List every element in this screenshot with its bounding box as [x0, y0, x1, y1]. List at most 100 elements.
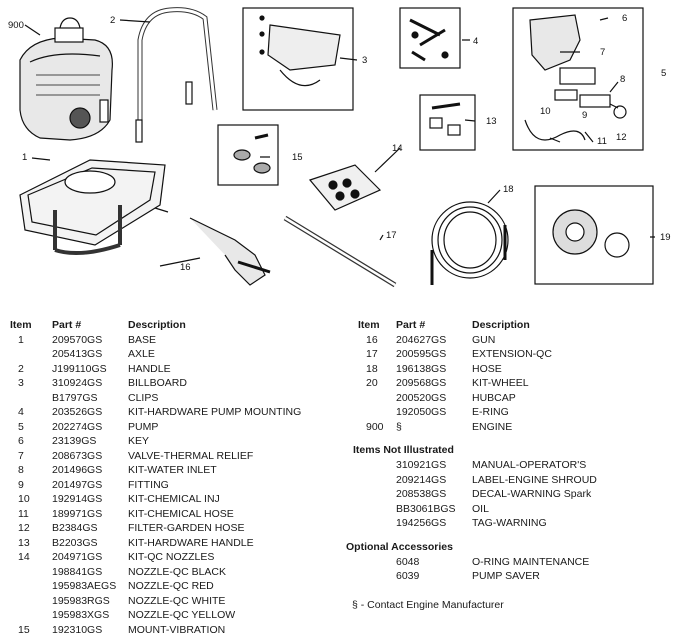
callout-18: 18 — [503, 184, 514, 195]
part-number: B1797GS — [52, 391, 98, 404]
parts-row: 192050GS E-RING — [358, 405, 676, 420]
header-part: Part # — [52, 319, 82, 331]
part-number: 195983XGS — [52, 609, 110, 621]
engine-illustration — [19, 17, 113, 141]
part-description: VALVE-THERMAL RELIEF — [128, 449, 254, 462]
part-description: OIL — [472, 502, 489, 515]
part-number: 192310GS — [52, 623, 103, 636]
callout-13: 13 — [486, 116, 497, 127]
item-number: 16 — [366, 333, 378, 346]
parts-row: 900§ENGINE — [358, 420, 676, 435]
part-number: 23139GS — [52, 435, 97, 447]
callout-19: 19 — [660, 232, 671, 243]
part-description: FITTING — [128, 478, 169, 491]
handle-illustration — [135, 7, 218, 143]
item-number: 6 — [18, 435, 24, 447]
part-description: GUN — [472, 333, 496, 346]
part-number: 189971GS — [52, 507, 103, 520]
part-description: MANUAL-OPERATOR'S — [472, 459, 587, 471]
callout-10: 10 — [540, 106, 551, 117]
parts-row: 208538GS DECAL-WARNING Spark — [358, 487, 676, 502]
part-description: NOZZLE-QC WHITE — [128, 594, 226, 607]
item-number: 13 — [18, 536, 30, 549]
item-number: 15 — [18, 623, 30, 636]
part-description: EXTENSION-QC — [472, 348, 552, 360]
part-number: 208673GS — [52, 449, 103, 462]
part-number: B2384GS — [52, 522, 98, 534]
part-description: PUMP SAVER — [472, 570, 540, 582]
item-number: 7 — [18, 449, 24, 462]
part-number: 203526GS — [52, 406, 103, 418]
section-optional-accessories: Optional Accessories — [346, 540, 453, 553]
footnote: § - Contact Engine Manufacturer — [352, 598, 504, 611]
part-description: KIT-HARDWARE HANDLE — [128, 536, 254, 549]
base-frame-illustration — [19, 159, 169, 255]
part-number: J199110GS — [52, 362, 107, 375]
callout-1: 1 — [22, 152, 27, 163]
part-description: CLIPS — [128, 391, 159, 404]
part-description: NOZZLE-QC YELLOW — [128, 609, 236, 621]
parts-row: 12 B2384GS FILTER-GARDEN HOSE — [10, 521, 330, 536]
part-description: HUBCAP — [472, 391, 516, 404]
item-number: 18 — [366, 362, 378, 375]
part-description: KIT-WHEEL — [472, 377, 529, 389]
item-number: 12 — [18, 522, 30, 534]
parts-row: BB3061BGS OIL — [358, 502, 676, 517]
part-number: 202274GS — [52, 420, 103, 433]
pump-hardware-illustration — [399, 7, 461, 69]
part-description: ENGINE — [472, 420, 513, 433]
part-description: LABEL-ENGINE SHROUD — [472, 473, 597, 486]
callout-7: 7 — [600, 47, 605, 58]
handle-hardware-illustration — [419, 94, 476, 151]
part-description: DECAL-WARNING Spark — [472, 488, 592, 500]
part-number: BB3061BGS — [396, 502, 456, 515]
part-number: 192914GS — [52, 493, 103, 505]
part-description: E-RING — [472, 406, 509, 418]
item-number: 9 — [18, 478, 24, 491]
part-description: TAG-WARNING — [472, 517, 547, 529]
part-description: HOSE — [472, 362, 502, 375]
callout-4: 4 — [473, 36, 478, 47]
item-number: 17 — [366, 348, 378, 360]
part-number: 200595GS — [396, 348, 447, 360]
part-number: 209214GS — [396, 473, 447, 486]
item-number: 3 — [18, 377, 24, 389]
part-number: 209570GS — [52, 333, 103, 346]
part-number: 208538GS — [396, 488, 447, 500]
callout-9: 9 — [582, 110, 587, 121]
parts-list-header: Item Part # Description — [10, 318, 330, 333]
part-number: 195983AEGS — [52, 580, 117, 592]
part-number: 310921GS — [396, 459, 447, 471]
callout-5: 5 — [661, 68, 666, 79]
part-description: BILLBOARD — [128, 377, 187, 389]
parts-row: 195983XGS NOZZLE-QC YELLOW — [10, 608, 330, 623]
item-number: 20 — [366, 377, 378, 389]
section-not-illustrated: Items Not Illustrated — [353, 444, 454, 456]
part-description: PUMP — [128, 420, 159, 433]
extension-illustration — [283, 215, 397, 288]
part-description: FILTER-GARDEN HOSE — [128, 522, 245, 534]
part-number: 192050GS — [396, 406, 447, 418]
billboard-illustration — [242, 7, 354, 111]
part-number: § — [396, 420, 402, 433]
gun-illustration — [189, 217, 271, 286]
callout-14: 14 — [392, 143, 403, 154]
item-number: 5 — [18, 420, 24, 433]
part-description: NOZZLE-QC BLACK — [128, 565, 227, 578]
header-description: Description — [472, 319, 530, 331]
part-number: 201496GS — [52, 464, 103, 476]
